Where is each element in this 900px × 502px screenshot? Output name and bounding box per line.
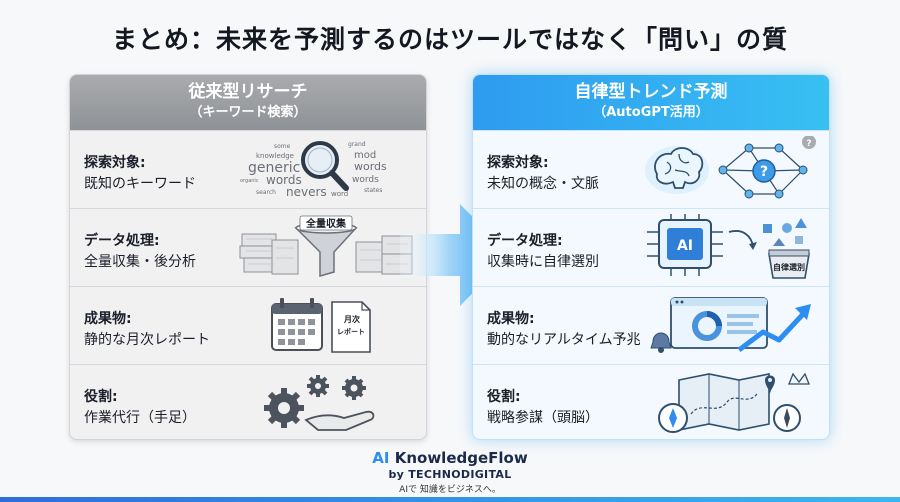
left-row-value: 全量収集・後分析	[84, 254, 196, 270]
right-row-value: 動的なリアルタイム予兆	[487, 332, 641, 348]
traditional-panel-heading: 従来型リサーチ	[188, 82, 308, 102]
cloud-word: word	[331, 190, 348, 198]
brand-prefix: AI	[372, 449, 390, 467]
page-title: まとめ：未来を予測するのはツールではなく「問い」の質	[111, 25, 788, 54]
right-row-label: 成果物:	[487, 311, 535, 327]
brand-logo: AI KnowledgeFlow	[0, 449, 900, 467]
traditional-panel-header: 従来型リサーチ （キーワード検索）	[70, 75, 426, 130]
brand-tagline: AIで 知識をビジネスへ。	[399, 485, 501, 495]
report-label-bottom: レポート	[337, 327, 365, 336]
right-row-processing: データ処理: 収集時に自律選別 AI 自律選別	[473, 208, 829, 286]
autonomous-panel-heading: 自律型トレンド予測	[574, 82, 728, 102]
ai-chip-sorting-icon: AI 自律選別	[647, 214, 810, 279]
keyword-cloud-magnifier-icon: some grand knowledge mod words generic w…	[240, 141, 387, 199]
svg-text:?: ?	[760, 164, 768, 180]
funnel-documents-icon: 全量収集	[239, 215, 413, 277]
left-row-value: 静的な月次レポート	[84, 332, 210, 348]
cloud-word: grand	[348, 141, 366, 148]
left-row-target: 探索対象: 既知のキーワード some grand knowledge mod …	[70, 130, 426, 208]
autonomous-panel-subheading: （AutoGPT活用）	[593, 105, 709, 120]
right-row-value: 未知の概念・文脈	[487, 176, 599, 192]
autonomous-forecast-panel: 自律型トレンド予測 （AutoGPT活用） 探索対象: 未知の概念・文脈 ?	[472, 74, 830, 440]
autonomous-panel-header: 自律型トレンド予測 （AutoGPT活用）	[473, 75, 829, 130]
brain-network-icon: ? ?	[645, 136, 816, 199]
right-row-value: 収集時に自律選別	[487, 254, 599, 270]
traditional-panel-subheading: （キーワード検索）	[189, 105, 307, 120]
funnel-label: 全量収集	[305, 217, 347, 230]
left-row-value: 既知のキーワード	[84, 176, 196, 192]
cloud-word: words	[266, 173, 302, 187]
cloud-word: generic	[248, 160, 300, 176]
cloud-word: words	[352, 175, 379, 185]
left-row-role: 役割: 作業代行（手足）	[70, 364, 426, 439]
right-row-target: 探索対象: 未知の概念・文脈 ? ?	[473, 130, 829, 208]
cloud-word: organic	[240, 178, 259, 184]
strategy-map-compass-icon	[658, 372, 810, 433]
left-row-label: 成果物:	[84, 311, 132, 327]
right-row-label: データ処理:	[487, 233, 563, 249]
left-row-value: 作業代行（手足）	[84, 410, 196, 426]
cloud-word: some	[274, 143, 291, 150]
cloud-word: states	[364, 187, 382, 194]
bin-label: 自律選別	[773, 262, 805, 272]
left-row-label: 役割:	[84, 389, 118, 405]
right-row-output: 成果物: 動的なリアルタイム予兆	[473, 286, 829, 364]
cloud-word: mod	[354, 150, 376, 161]
left-row-label: 探索対象:	[84, 155, 146, 171]
ai-chip-label: AI	[677, 238, 693, 254]
brand-name: KnowledgeFlow	[389, 449, 528, 467]
right-row-label: 探索対象:	[487, 155, 549, 171]
report-label-top: 月次	[343, 314, 360, 324]
right-row-value: 戦略参謀（頭脳）	[487, 410, 599, 426]
right-row-role: 役割: 戦略参謀（頭脳）	[473, 364, 829, 439]
gears-hand-icon	[264, 375, 375, 431]
calendar-report-icon: 月次 レポート	[271, 298, 371, 353]
svg-text:?: ?	[806, 139, 811, 149]
bottom-accent-bar	[0, 497, 900, 502]
cloud-word: knowledge	[256, 152, 294, 160]
left-row-label: データ処理:	[84, 233, 160, 249]
cloud-word: words	[354, 160, 387, 173]
traditional-research-panel: 従来型リサーチ （キーワード検索） 探索対象: 既知のキーワード some gr…	[69, 74, 427, 440]
dashboard-trend-icon	[650, 297, 811, 353]
cloud-word: search	[256, 189, 276, 196]
left-row-output: 成果物: 静的な月次レポート 月次 レポート	[70, 286, 426, 364]
left-row-processing: データ処理: 全量収集・後分析 全量収集	[70, 208, 426, 286]
cloud-word: nevers	[286, 185, 327, 199]
right-row-label: 役割:	[487, 389, 521, 405]
brand-byline: by TECHNODIGITAL	[388, 468, 512, 481]
